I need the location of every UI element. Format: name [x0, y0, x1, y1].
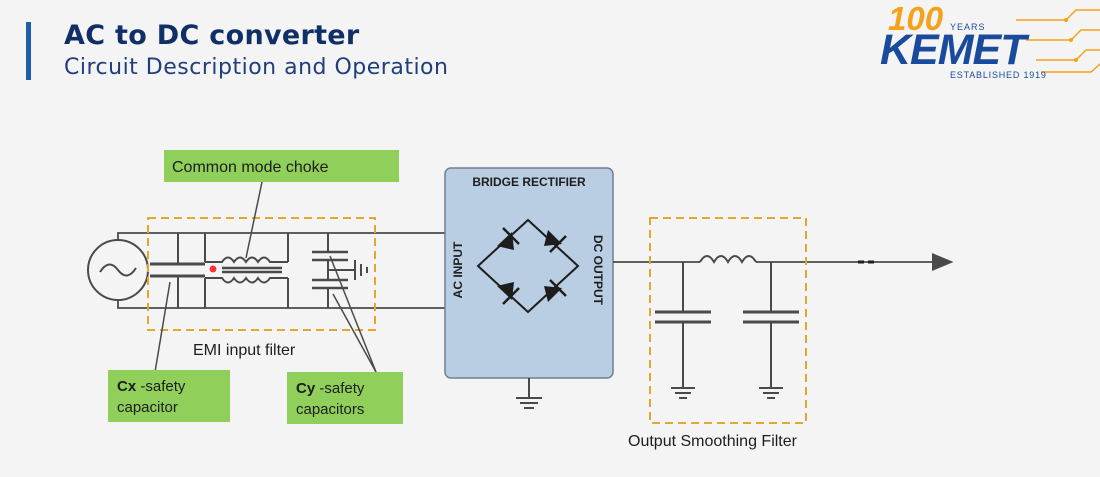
smoothing-capacitor-1-icon [655, 262, 711, 399]
emi-filter-boundary [147, 217, 376, 331]
svg-text:Cx -safety: Cx -safety [117, 378, 186, 395]
logo-established: ESTABLISHED 1919 [950, 70, 1047, 80]
cy-label-rest: -safety [315, 380, 365, 397]
dc-output-label: DC OUTPUT [591, 235, 605, 306]
smoothing-filter-boundary [649, 217, 807, 424]
choke-label: Common mode choke [172, 159, 329, 176]
rectifier-ground-icon [516, 378, 542, 409]
common-mode-choke-icon [204, 233, 289, 308]
emi-label: EMI input filter [193, 342, 296, 359]
title-accent-bar [26, 22, 31, 80]
page-title: AC to DC converter [64, 20, 360, 51]
logo-years: YEARS [950, 22, 986, 32]
bridge-title: BRIDGE RECTIFIER [472, 175, 586, 189]
cx-pointer [154, 281, 171, 373]
page-subtitle: Circuit Description and Operation [64, 55, 449, 80]
kemet-logo: 100 YEARS KEMET ESTABLISHED 1919 [866, 0, 1100, 90]
smoothing-capacitor-2-icon [743, 262, 799, 399]
cursor-marker [208, 264, 218, 274]
chassis-ground-icon [354, 260, 368, 280]
input-wires [117, 232, 445, 309]
logo-brand: KEMET [880, 26, 1026, 74]
cy-label-line2: capacitors [296, 401, 364, 418]
ac-input-label: AC INPUT [451, 241, 465, 298]
cy-label-box: Cy -safety capacitors [287, 372, 403, 424]
cx-label-bold: Cx [117, 378, 137, 395]
logo-anniversary: 100 [888, 0, 944, 37]
choke-label-box: Common mode choke [164, 150, 399, 182]
choke-pointer [245, 181, 263, 259]
cx-label-rest: -safety [136, 378, 186, 395]
bridge-rectifier-block: BRIDGE RECTIFIER AC INPUT DC OUTPUT [444, 167, 614, 379]
cx-label-box: Cx -safety capacitor [108, 370, 230, 422]
smoothing-label: Output Smoothing Filter [628, 433, 798, 450]
cy-label-bold: Cy [296, 380, 316, 397]
svg-text:Cy -safety: Cy -safety [296, 380, 365, 397]
cx-label-line2: capacitor [117, 399, 178, 416]
cx-capacitor-icon [150, 233, 205, 308]
smoothing-inductor-icon [699, 252, 757, 264]
ac-source-icon [87, 239, 149, 301]
cy-pointers [329, 255, 377, 373]
cy-capacitors-icon [312, 233, 355, 308]
diode-bridge-icon [476, 218, 580, 314]
logo-circuit-traces-icon [1016, 9, 1100, 73]
